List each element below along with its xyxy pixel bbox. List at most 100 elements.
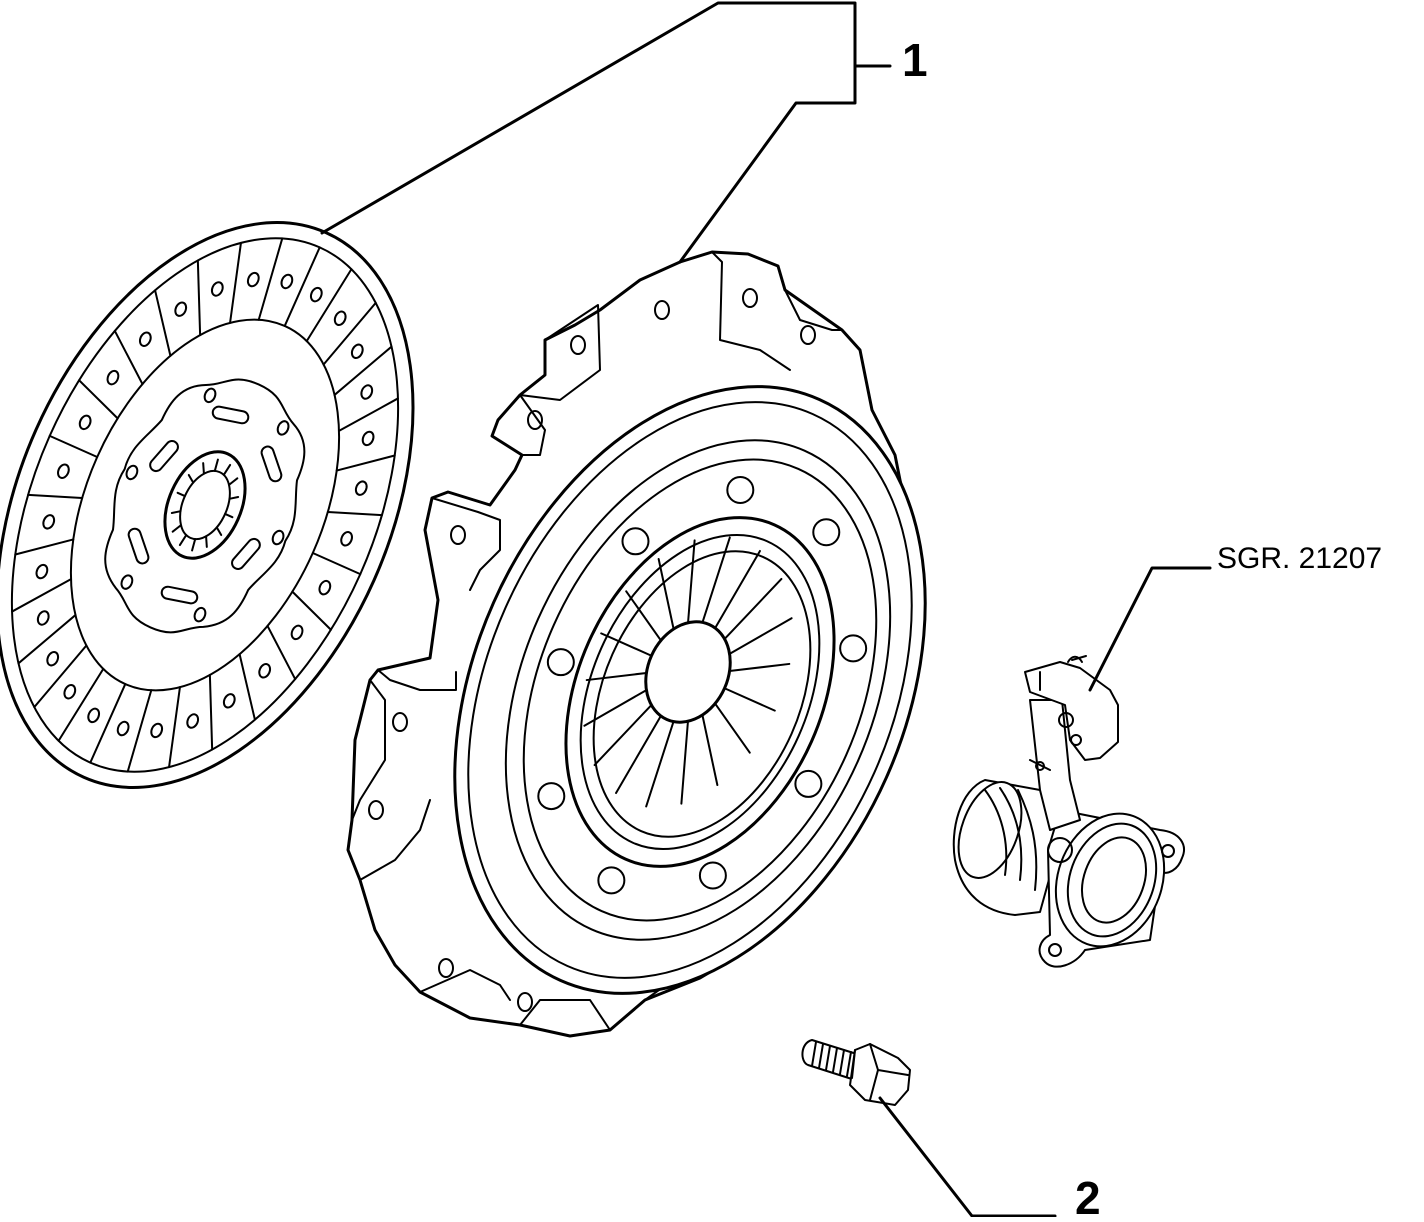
facing-segment-line: [291, 590, 332, 631]
spline-teeth: [170, 458, 240, 552]
diaphragm-finger: [723, 577, 783, 640]
facing-segment-line: [326, 510, 383, 517]
bracket-hole: [450, 525, 466, 545]
facing-rivet: [116, 720, 130, 737]
diaphragm-finger: [680, 720, 689, 805]
diaphragm-finger: [583, 689, 648, 727]
spline-tooth: [202, 462, 205, 475]
spline-tooth: [213, 458, 219, 472]
bracket-hole: [654, 300, 670, 320]
spline-tooth: [205, 535, 208, 548]
facing-segment-line: [33, 644, 88, 709]
facing-rivet: [138, 331, 152, 347]
diaphragm-finger: [701, 536, 731, 624]
bracket-hole: [742, 288, 758, 308]
facing-segment-line: [305, 268, 353, 343]
spline-tooth: [171, 524, 183, 533]
spline-tooth: [178, 534, 188, 547]
facing-rivet: [309, 286, 323, 303]
bracket-hole: [368, 800, 384, 820]
hub-hole: [276, 420, 290, 436]
bolt-thread: [825, 1045, 831, 1071]
diaphragm-finger: [615, 714, 662, 795]
facing-segment-line: [89, 683, 127, 764]
facing-rivet: [222, 693, 236, 709]
facing-rivet: [290, 624, 304, 641]
facing-rivet: [87, 707, 101, 724]
facing-segment-line: [322, 301, 377, 366]
facing-segment-line: [266, 624, 297, 681]
diaphragm-finger: [645, 720, 675, 808]
diaphragm-finger: [728, 617, 793, 655]
bolt-thread: [832, 1047, 838, 1073]
facing-segment-line: [311, 551, 362, 576]
bracket-hole: [800, 325, 816, 345]
spline-tooth: [224, 512, 234, 519]
bolt-threads: [811, 1041, 852, 1077]
spline-tooth: [176, 491, 186, 498]
facing-segment-line: [113, 329, 144, 386]
bolt-thread: [839, 1049, 845, 1075]
facing-rivet: [318, 579, 332, 596]
diaphragm-finger: [625, 590, 662, 642]
facing-segment-line: [168, 686, 181, 769]
facing-rivet: [354, 480, 368, 496]
bolt-thread: [818, 1043, 824, 1069]
spring-window: [231, 537, 261, 570]
bracket-hole: [517, 992, 533, 1012]
diaphragm-finger: [593, 704, 653, 767]
facing-segment-line: [14, 538, 75, 556]
cover-bolt-hole: [812, 518, 841, 547]
diaphragm-finger: [714, 702, 751, 754]
spring-window: [211, 405, 250, 425]
callout-1-label: 1: [902, 34, 928, 86]
bracket-holes: [368, 288, 816, 1012]
spline-tooth: [191, 538, 197, 552]
cover-bolt-hole: [698, 861, 727, 890]
facing-segment-line: [335, 454, 396, 472]
facing-rivet: [106, 369, 120, 386]
facing-segment-line: [333, 345, 393, 396]
facing-rivet: [186, 713, 200, 729]
facing-rivet: [280, 273, 294, 290]
facing-segment-line: [257, 237, 284, 321]
facing-segment-line: [48, 434, 99, 459]
cover-bolt-hole: [546, 648, 575, 677]
spline-tooth: [228, 495, 240, 500]
facing-segment-line: [27, 493, 84, 500]
facing-rivet: [35, 563, 49, 580]
bracket-hole: [438, 958, 454, 978]
spline-tooth: [222, 463, 232, 476]
facing-rivet: [258, 663, 272, 679]
spring-window: [260, 445, 283, 483]
facing-rivet: [46, 650, 60, 667]
hub-hole: [271, 529, 285, 546]
spline-tooth: [187, 473, 195, 484]
bolt-thread: [846, 1051, 852, 1077]
diaphragm-finger: [600, 632, 653, 657]
facing-segment-line: [196, 259, 202, 337]
bolt: [801, 1039, 911, 1106]
spline-tooth: [170, 510, 182, 515]
callout-2-label: 2: [1075, 1172, 1101, 1217]
facing-segment-line: [208, 673, 214, 751]
diaphragm-finger: [585, 671, 648, 682]
spline-tooth: [215, 526, 223, 537]
hub-hole: [203, 387, 217, 404]
release-bearing: [952, 655, 1185, 968]
clutch-disc: [0, 221, 415, 789]
spline-tooth: [227, 477, 239, 486]
facing-rivet: [63, 684, 77, 700]
facing-rivets: [35, 271, 375, 739]
diaphragm-finger: [701, 713, 719, 786]
facing-segment-line: [337, 397, 399, 432]
facing-rivet: [57, 463, 70, 479]
diaphragm-finger: [714, 549, 761, 630]
facing-rivet: [361, 430, 375, 447]
diaphragm-finger: [728, 662, 791, 673]
facing-segment-line: [17, 614, 77, 665]
facing-rivet: [174, 301, 188, 317]
spring-window: [160, 585, 199, 605]
hub-hole: [125, 464, 139, 481]
cover-bolt-hole: [597, 866, 626, 895]
